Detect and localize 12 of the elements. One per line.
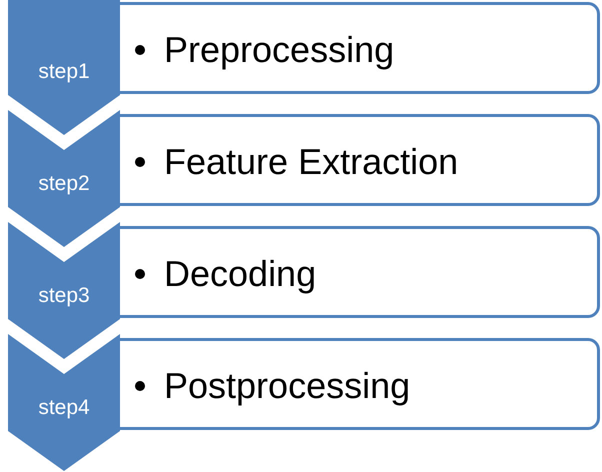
step-title: Feature Extraction <box>164 141 458 183</box>
step-box <box>120 338 600 430</box>
step-title: Decoding <box>164 253 316 295</box>
step-title: Postprocessing <box>164 365 410 407</box>
step-box <box>120 2 600 94</box>
step-title: Preprocessing <box>164 29 394 71</box>
step-box <box>120 114 600 206</box>
step-box <box>120 226 600 318</box>
step-label: step1 <box>37 60 91 84</box>
step-label: step3 <box>37 284 91 308</box>
step-label: step2 <box>37 172 91 196</box>
step-label: step4 <box>37 396 91 420</box>
